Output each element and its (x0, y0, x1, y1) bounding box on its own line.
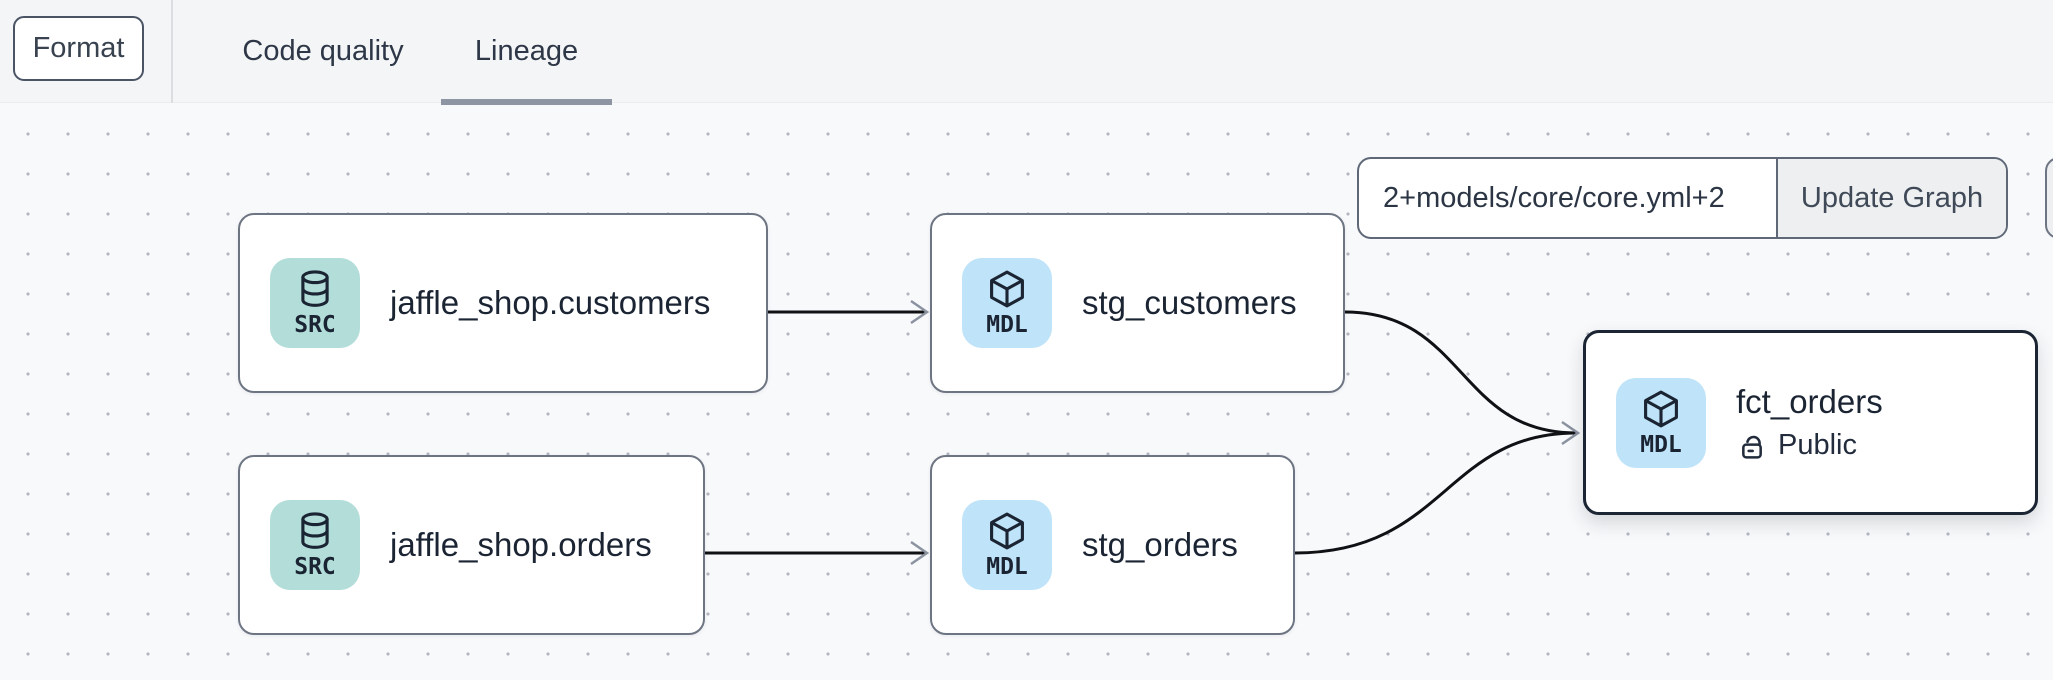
badge-label: MDL (986, 554, 1028, 581)
access-label: Public (1778, 429, 1857, 461)
model-badge: MDL (1616, 377, 1706, 468)
clipped-toolbar-button[interactable] (2045, 157, 2053, 239)
cube-icon (1644, 390, 1678, 428)
format-button[interactable]: Format (13, 16, 144, 81)
tab-code-quality[interactable]: Code quality (242, 35, 404, 67)
graph-selector-input[interactable] (1359, 159, 1776, 237)
database-icon (301, 270, 329, 308)
node-label: stg_orders (1082, 526, 1238, 563)
database-icon (301, 512, 329, 550)
source-badge: SRC (270, 500, 360, 590)
node-label: jaffle_shop.customers (390, 284, 711, 321)
node-label: fct_orders (1736, 383, 1883, 420)
access-row: Public (1736, 429, 1883, 462)
node-jaffle-shop-orders[interactable]: SRC jaffle_shop.orders (238, 455, 705, 635)
node-jaffle-shop-customers[interactable]: SRC jaffle_shop.customers (238, 213, 768, 393)
source-badge: SRC (270, 258, 360, 348)
tab-lineage[interactable]: Lineage (441, 0, 612, 105)
node-stg-customers[interactable]: MDL stg_customers (930, 213, 1345, 393)
toolbar: Format Code quality Lineage (0, 0, 2053, 105)
cube-icon (990, 270, 1024, 308)
node-label: jaffle_shop.orders (390, 526, 652, 563)
update-graph-button[interactable]: Update Graph (1776, 159, 2006, 237)
cube-icon (990, 512, 1024, 550)
toolbar-divider (171, 0, 173, 103)
node-fct-orders[interactable]: MDL fct_orders Public (1583, 330, 2038, 515)
model-badge: MDL (962, 258, 1052, 348)
graph-controls: Update Graph (1357, 157, 2008, 239)
badge-label: MDL (986, 312, 1028, 339)
badge-label: SRC (294, 312, 336, 339)
node-stg-orders[interactable]: MDL stg_orders (930, 455, 1295, 635)
badge-label: MDL (1640, 431, 1682, 458)
badge-label: SRC (294, 554, 336, 581)
lock-open-icon (1742, 435, 1762, 459)
node-label: stg_customers (1082, 284, 1297, 321)
model-badge: MDL (962, 500, 1052, 590)
